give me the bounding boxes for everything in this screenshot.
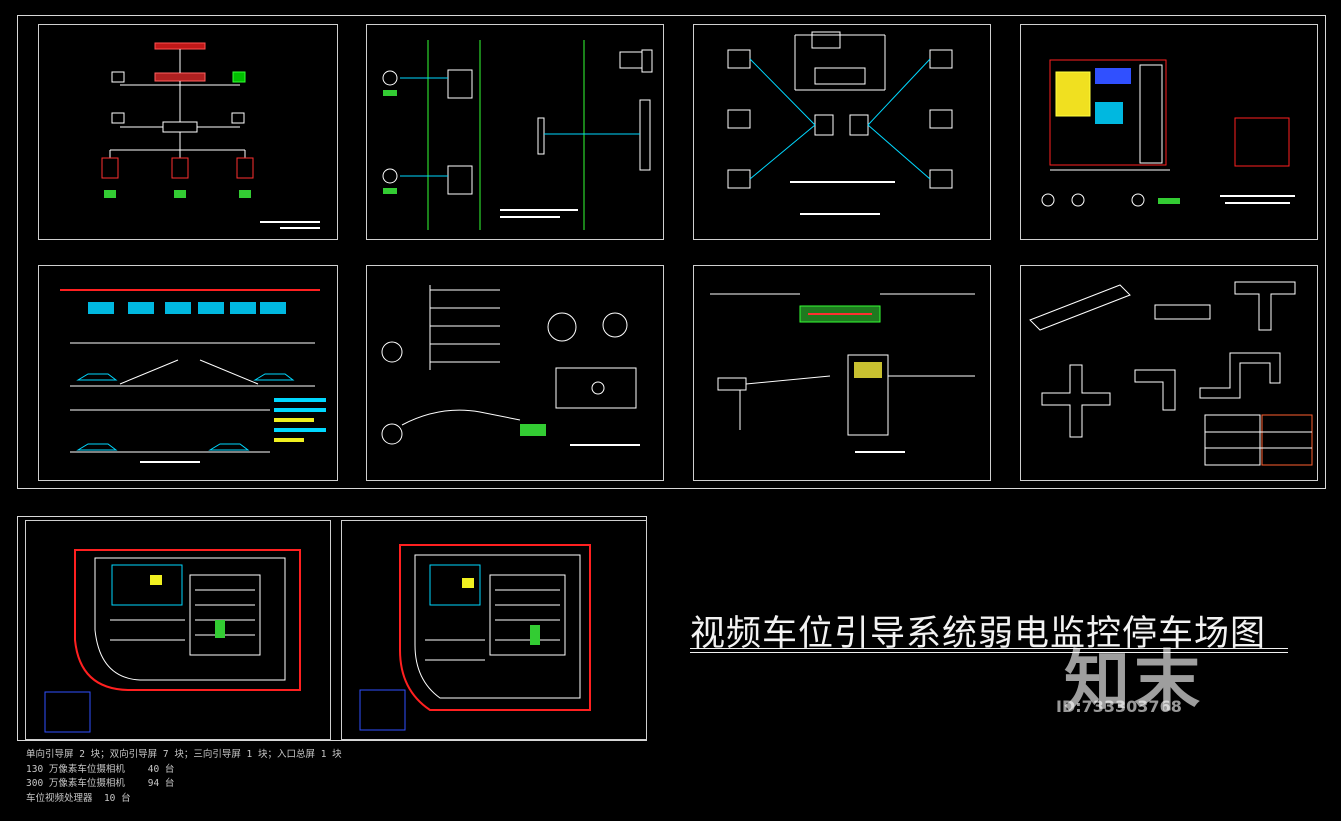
equipment-line-1: 单向引导屏 2 块；双向引导屏 7 块；三向引导屏 1 块；入口总屏 1 块 bbox=[26, 749, 342, 760]
cabinet-detail-diagram bbox=[1041, 59, 1295, 207]
floor-plan-2-drawing bbox=[359, 544, 591, 731]
frame-guide-screen bbox=[693, 265, 991, 481]
frame-system-topology bbox=[38, 24, 338, 240]
frame-parking-section bbox=[38, 265, 338, 481]
title-underline-2 bbox=[690, 652, 1288, 653]
frame-cabinet-detail bbox=[1020, 24, 1318, 240]
top-sheet-border bbox=[17, 15, 1326, 489]
watermark-id: ID:733303768 bbox=[1056, 697, 1182, 716]
watermark-logo: 知末 bbox=[1064, 643, 1204, 720]
equipment-line-2: 130 万像素车位摄相机 40 台 bbox=[26, 763, 175, 775]
floor-plan-1-drawing bbox=[44, 549, 301, 733]
parking-section-diagram bbox=[60, 289, 326, 463]
frame-cable-tray bbox=[1020, 265, 1318, 481]
guide-screen-diagram bbox=[710, 293, 975, 453]
camera-wiring-diagram bbox=[382, 40, 653, 230]
frame-floor-plan-1 bbox=[25, 520, 331, 740]
frame-camera-wiring bbox=[366, 24, 664, 240]
frame-floor-plan-2 bbox=[341, 520, 647, 740]
equipment-line-4: 车位视频处理器 10 台 bbox=[26, 792, 131, 804]
drawing-title: 视频车位引导系统弱电监控停车场图 bbox=[690, 614, 1267, 654]
network-layout-diagram bbox=[727, 31, 953, 215]
equipment-line-3: 300 万像素车位摄相机 94 台 bbox=[26, 778, 175, 789]
system-topology-diagram bbox=[101, 42, 320, 229]
camera-install-diagram bbox=[381, 285, 640, 446]
cable-tray-diagram bbox=[1029, 281, 1313, 466]
equipment-list: 单向引导屏 2 块；双向引导屏 7 块；三向引导屏 1 块；入口总屏 1 块 13… bbox=[26, 748, 342, 806]
frame-camera-install bbox=[366, 265, 664, 481]
title-underline-1 bbox=[690, 648, 1288, 649]
frame-network-layout bbox=[693, 24, 991, 240]
